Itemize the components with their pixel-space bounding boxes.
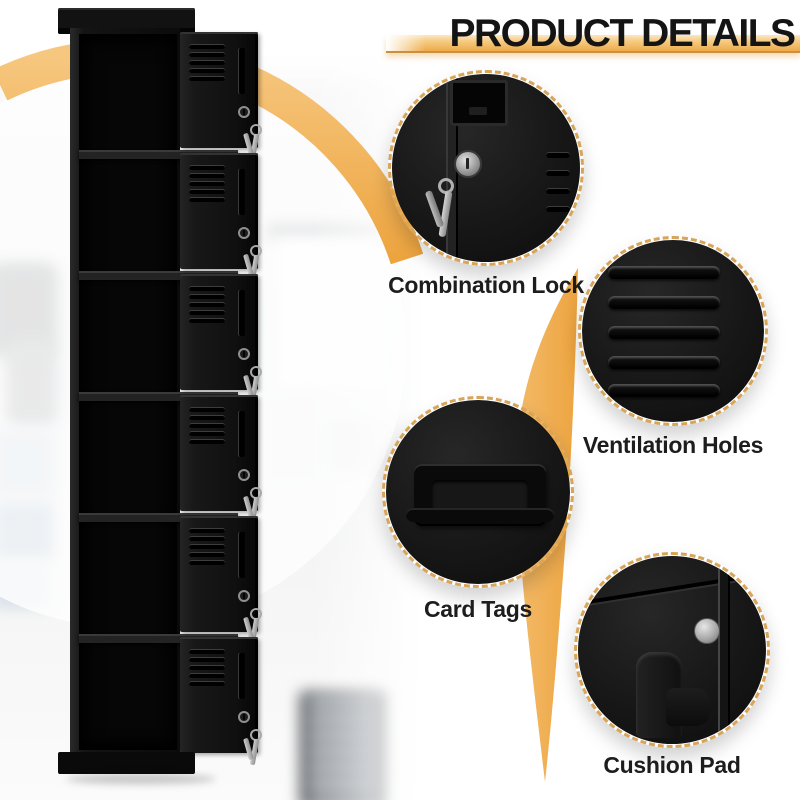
door-card-slot [238,532,245,578]
feature-label-card-tags: Card Tags [423,596,533,622]
hanging-keys-icon [243,366,266,406]
callout-ventilation-holes [578,236,768,426]
door-top-edge [578,576,736,608]
product-details-header: PRODUCT DETAILS [0,0,800,62]
keys-icon [424,178,466,248]
feature-label-combination-lock: Combination Lock [388,272,584,298]
handle-recess [450,80,508,126]
locker-door [180,516,262,645]
ventilation-holes-photo [582,240,764,422]
hanging-keys-icon [243,608,266,648]
locker-doors [180,32,262,766]
door-lock-icon [238,106,250,118]
hanging-keys-icon [243,245,266,285]
door-lock-icon [238,227,250,239]
door-card-slot [238,290,245,336]
gold-title-band [386,35,800,53]
combination-lock-photo [392,74,580,262]
locker-door [180,274,262,403]
locker-shelf [79,271,238,280]
door-lock-icon [238,590,250,602]
door-frame-edge [718,556,730,744]
page-title: PRODUCT DETAILS [449,12,796,55]
locker-shelf [79,634,238,643]
hanging-keys-icon [243,487,266,527]
cushion-pad-photo [578,556,766,744]
louver-vents-icon [608,266,724,398]
floor-shadow [66,774,216,784]
card-tag-slot-icon [406,464,554,526]
locker-cabinet [58,8,262,784]
cushion-pad-icon [694,618,720,644]
locker-door [180,153,262,282]
callout-card-tags [382,396,574,588]
locker-door [180,32,262,161]
locker-shelf [79,150,238,159]
rubber-bumper [636,652,710,738]
door-lock-icon [238,348,250,360]
feature-label-ventilation-holes: Ventilation Holes [582,432,764,458]
door-lock-icon [238,469,250,481]
door-card-slot [238,48,245,94]
door-card-slot [238,169,245,215]
locker-shelf [79,513,238,522]
locker-base [58,752,195,774]
locker-shelf [79,392,238,401]
callout-combination-lock [388,70,584,266]
feature-label-cushion-pad: Cushion Pad [603,752,741,778]
door-card-slot [238,653,245,699]
vent-slats-icon [546,152,572,226]
locker-door [180,395,262,524]
hanging-keys-icon [243,729,266,769]
door-lock-icon [238,711,250,723]
card-tags-photo [386,400,570,584]
door-card-slot [238,411,245,457]
hanging-keys-icon [243,124,266,164]
locker-door [180,637,262,766]
lock-cylinder-icon [454,150,482,178]
callout-cushion-pad [574,552,770,748]
